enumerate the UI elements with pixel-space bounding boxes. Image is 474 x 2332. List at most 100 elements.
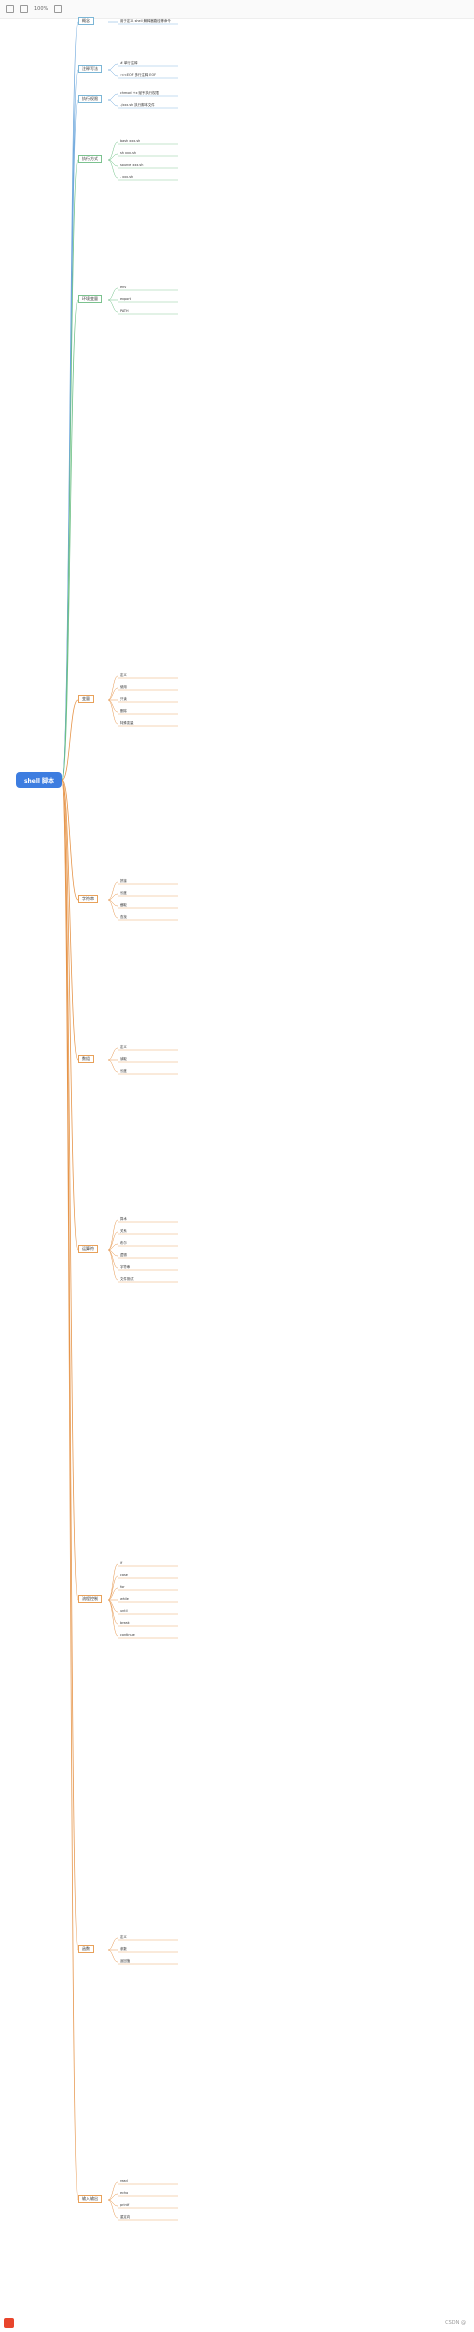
leaf-node[interactable]: 拼接 (120, 879, 127, 883)
leaf-connector (107, 1937, 119, 1951)
leaf-connector (107, 159, 119, 179)
leaf-node[interactable]: 逻辑 (120, 1253, 127, 1257)
branch-connector (61, 779, 79, 1061)
branch-node[interactable]: 执行权限 (78, 95, 102, 103)
leaf-node[interactable]: chmod +x 赋予执行权限 (120, 91, 159, 95)
leaf-connector (107, 69, 119, 77)
leaf-connector (107, 893, 119, 901)
leaf-connector (107, 699, 119, 725)
leaf-node[interactable]: 长度 (120, 1069, 127, 1073)
leaf-connector (107, 1575, 119, 1601)
leaf-node[interactable]: printf (120, 2203, 130, 2207)
leaf-connector (107, 299, 119, 313)
leaf-connector (107, 1599, 119, 1637)
watermark: CSDN @ (445, 2320, 466, 2326)
leaf-node[interactable]: 重定向 (120, 2215, 131, 2219)
leaf-connector (107, 1587, 119, 1601)
branch-node[interactable]: 输入输出 (78, 2195, 102, 2203)
branch-node[interactable]: 运算符 (78, 1245, 98, 1253)
fit-icon[interactable] (54, 5, 63, 13)
branch-node[interactable]: 执行方式 (78, 155, 102, 163)
branch-node[interactable]: 函数 (78, 1945, 94, 1953)
leaf-node[interactable]: break (120, 1621, 130, 1625)
branch-connector (61, 779, 79, 901)
branch-connector (61, 779, 79, 1951)
leaf-node[interactable]: export (120, 297, 131, 301)
leaf-node[interactable]: continue (120, 1633, 135, 1637)
leaf-node[interactable]: 返回值 (120, 1959, 131, 1963)
leaf-node[interactable]: 定义 (120, 1045, 127, 1049)
branch-node[interactable]: 数组 (78, 1055, 94, 1063)
leaf-connector (107, 1563, 119, 1601)
leaf-node[interactable]: . xxx.sh (120, 175, 134, 179)
leaf-connector (107, 1047, 119, 1061)
leaf-node[interactable]: ./xxx.sh 执行脚本文件 (120, 103, 155, 107)
leaf-node[interactable]: 用于定义 shell 解释器路径等命令 (120, 19, 171, 23)
branch-connector (61, 699, 79, 781)
branch-node[interactable]: 字符串 (78, 895, 98, 903)
leaf-connector (107, 1949, 119, 1963)
branch-node[interactable]: 注释写法 (78, 65, 102, 73)
leaf-node[interactable]: read (120, 2179, 128, 2183)
leaf-node[interactable]: 字符串 (120, 1265, 131, 1269)
leaf-node[interactable]: 参数 (120, 1947, 127, 1951)
leaf-connector (107, 1219, 119, 1251)
leaf-node[interactable]: 关系 (120, 1229, 127, 1233)
branch-connector (61, 299, 79, 781)
back-icon[interactable] (6, 5, 14, 13)
root-node[interactable]: shell 脚本 (16, 772, 62, 788)
leaf-node[interactable]: 算术 (120, 1217, 127, 1221)
leaf-node[interactable]: source xxx.sh (120, 163, 144, 167)
leaf-node[interactable]: 读取 (120, 1057, 127, 1061)
leaf-node[interactable]: 长度 (120, 891, 127, 895)
leaf-connector (107, 2181, 119, 2201)
branch-connector (61, 779, 79, 1601)
leaf-node[interactable]: 特殊变量 (120, 721, 134, 725)
leaf-node[interactable]: sh xxx.sh (120, 151, 137, 155)
leaf-connector (107, 99, 119, 107)
leaf-node[interactable]: 布尔 (120, 1241, 127, 1245)
zoom-level: 100% (34, 6, 49, 12)
leaf-node[interactable]: echo (120, 2191, 129, 2195)
branch-node[interactable]: 变量 (78, 695, 94, 703)
leaf-node[interactable]: 定义 (120, 1935, 127, 1939)
branch-node[interactable]: 概念 (78, 17, 94, 25)
leaf-node[interactable]: 截取 (120, 903, 127, 907)
leaf-node[interactable]: 文件测试 (120, 1277, 134, 1281)
leaf-connector (107, 675, 119, 701)
zoom-icon[interactable] (20, 5, 28, 13)
leaf-node[interactable]: for (120, 1585, 125, 1589)
leaf-node[interactable]: while (120, 1597, 129, 1601)
leaf-connector (107, 287, 119, 301)
leaf-connector (107, 687, 119, 701)
leaf-node[interactable]: 只读 (120, 697, 127, 701)
branch-node[interactable]: 流程控制 (78, 1595, 102, 1603)
leaf-node[interactable]: env (120, 285, 127, 289)
leaf-connector (107, 899, 119, 919)
leaf-node[interactable]: case (120, 1573, 128, 1577)
leaf-node[interactable]: 使用 (120, 685, 127, 689)
leaf-node[interactable]: :<<EOF 多行注释 EOF (120, 73, 157, 77)
leaf-node[interactable]: 定义 (120, 673, 127, 677)
leaf-connector (107, 881, 119, 901)
leaf-node[interactable]: if (120, 1561, 123, 1565)
branch-connector (61, 159, 79, 781)
leaf-connector (107, 1231, 119, 1251)
leaf-connector (107, 699, 119, 713)
leaf-node[interactable]: PATH (120, 309, 129, 313)
leaf-connector (107, 2199, 119, 2219)
leaf-connector (107, 2193, 119, 2201)
leaf-node[interactable]: until (120, 1609, 128, 1613)
leaf-node[interactable]: 删除 (120, 709, 127, 713)
toolbar: 100% (0, 0, 474, 19)
leaf-connector (107, 153, 119, 161)
leaf-node[interactable]: 查找 (120, 915, 127, 919)
branch-node[interactable]: 环境变量 (78, 295, 102, 303)
leaf-connector (107, 1243, 119, 1251)
leaf-node[interactable]: bash xxx.sh (120, 139, 141, 143)
branch-connector (61, 779, 79, 2201)
leaf-connector (107, 1599, 119, 1625)
branch-connector (61, 779, 79, 1251)
leaf-node[interactable]: # 单行注释 (120, 61, 138, 65)
